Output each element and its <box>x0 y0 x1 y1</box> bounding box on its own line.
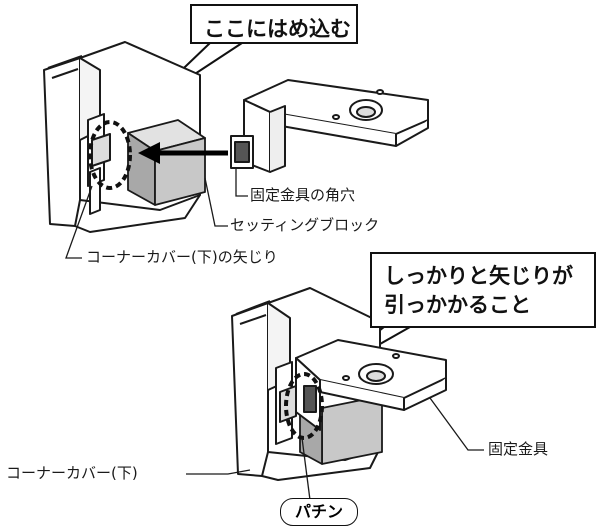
callout-bottom-line1: しっかりと矢じりが <box>384 264 573 288</box>
fixing-bracket-lower <box>295 339 447 431</box>
leader-lines-lower <box>186 397 484 501</box>
label-bracket-square-hole: 固定金具の角穴 <box>250 186 356 204</box>
leader-lines-upper <box>65 168 248 259</box>
callout-bottom-line2: 引っかかること <box>384 293 531 317</box>
corner-cover-upper <box>43 41 201 233</box>
fixing-bracket-upper <box>230 79 429 173</box>
label-setting-block: セッティングブロック <box>230 216 380 234</box>
dashed-highlight-upper <box>88 120 132 190</box>
label-corner-cover-arrowhead: コーナーカバー(下)の矢じり <box>86 248 278 266</box>
callout-arrowhead-catch: しっかりと矢じりが 引っかかること <box>370 252 596 328</box>
label-click-sound: パチン <box>280 498 358 526</box>
dashed-highlight-lower <box>284 372 324 440</box>
label-corner-cover-lower: コーナーカバー(下) <box>6 464 138 482</box>
callout-insert-here: ここにはめ込む <box>190 4 358 44</box>
label-fixing-bracket: 固定金具 <box>488 440 549 458</box>
setting-block-upper <box>127 119 206 206</box>
insert-arrow <box>138 142 228 164</box>
